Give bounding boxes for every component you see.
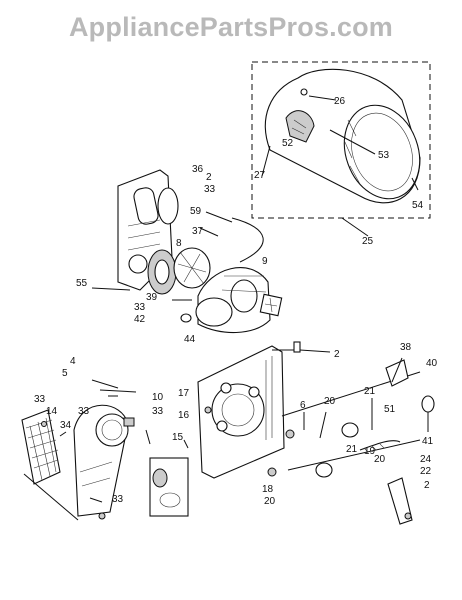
callout-labels: 26 52 53 27 54 25 36 2 33 59 37 8 9 55 3…	[34, 96, 438, 507]
callout-10: 10	[152, 392, 164, 403]
callout-51: 51	[384, 404, 396, 415]
pulley-40	[421, 395, 435, 413]
callout-33-mid: 33	[134, 302, 146, 313]
callout-20-upper: 20	[324, 396, 336, 407]
callout-44: 44	[184, 334, 196, 345]
screw-33-left	[41, 421, 47, 427]
clip-33	[123, 417, 135, 427]
callout-53: 53	[378, 150, 390, 161]
roller-21	[341, 422, 359, 438]
screw-33-bottom	[98, 512, 106, 520]
rear-panel-slot	[133, 187, 159, 225]
drum-assembly	[251, 61, 431, 237]
callout-33-left: 33	[34, 394, 46, 405]
lint-screen-14	[21, 409, 61, 485]
motor-end	[195, 297, 233, 327]
callout-6: 6	[300, 400, 306, 411]
clip-38	[385, 359, 409, 387]
clip-42	[180, 313, 192, 323]
spring-51	[359, 440, 401, 451]
callout-52: 52	[282, 138, 294, 149]
clip-20	[267, 467, 277, 477]
seal-36	[157, 187, 179, 225]
drum-baffle	[285, 110, 315, 143]
callout-33-right: 33	[152, 406, 164, 417]
callout-55: 55	[76, 278, 88, 289]
callout-42: 42	[134, 314, 146, 325]
front-panel-assembly	[21, 379, 189, 521]
callout-15: 15	[172, 432, 184, 443]
drum-screw	[300, 88, 308, 96]
motor-assembly	[147, 211, 283, 334]
callout-36: 36	[192, 164, 204, 175]
callout-40: 40	[426, 358, 438, 369]
callout-24: 24	[420, 454, 432, 465]
callout-39: 39	[146, 292, 158, 303]
callout-33-bottom: 33	[112, 494, 124, 505]
callout-8: 8	[176, 238, 182, 249]
callout-2-bulkhead: 2	[334, 349, 340, 360]
callout-59: 59	[190, 206, 202, 217]
drum-opening	[343, 104, 421, 200]
front-panel-opening	[95, 413, 129, 447]
callout-54: 54	[412, 200, 424, 211]
callout-2-upper: 2	[206, 172, 212, 183]
callout-2-lower: 2	[424, 480, 430, 491]
roller-21b	[315, 462, 333, 478]
callout-25: 25	[362, 236, 374, 247]
callout-9: 9	[262, 256, 268, 267]
callout-20-lower: 20	[264, 496, 276, 507]
callout-26: 26	[334, 96, 346, 107]
callout-27: 27	[254, 170, 266, 181]
callout-21-lower: 21	[346, 444, 358, 455]
roller-6	[285, 429, 295, 439]
rear-panel-hole	[128, 254, 148, 274]
callout-33-upper: 33	[204, 184, 216, 195]
thermostat	[152, 468, 168, 488]
cabinet-rear-assembly	[197, 341, 331, 479]
callout-17: 17	[178, 388, 190, 399]
callout-16: 16	[178, 410, 190, 421]
callout-34: 34	[60, 420, 72, 431]
idler-assembly	[267, 357, 435, 525]
callout-5: 5	[62, 368, 68, 379]
thermostat-kit-15	[149, 457, 189, 517]
watermark: AppliancePartsPros.com	[68, 12, 393, 42]
bracket-24	[387, 477, 413, 525]
callout-41: 41	[422, 436, 434, 447]
screw-16	[204, 406, 212, 414]
callout-4: 4	[70, 356, 76, 367]
callout-37: 37	[192, 226, 204, 237]
callout-20-right: 20	[374, 454, 386, 465]
screw-2-bottom	[404, 512, 412, 520]
callout-38: 38	[400, 342, 412, 353]
callout-19: 19	[364, 446, 376, 457]
callout-18: 18	[262, 484, 274, 495]
drum-dashed-box	[251, 61, 431, 219]
callout-33-center: 33	[78, 406, 90, 417]
callout-21-upper: 21	[364, 386, 376, 397]
callout-22: 22	[420, 466, 432, 477]
screw-2-top	[293, 341, 301, 353]
callout-14: 14	[46, 406, 58, 417]
